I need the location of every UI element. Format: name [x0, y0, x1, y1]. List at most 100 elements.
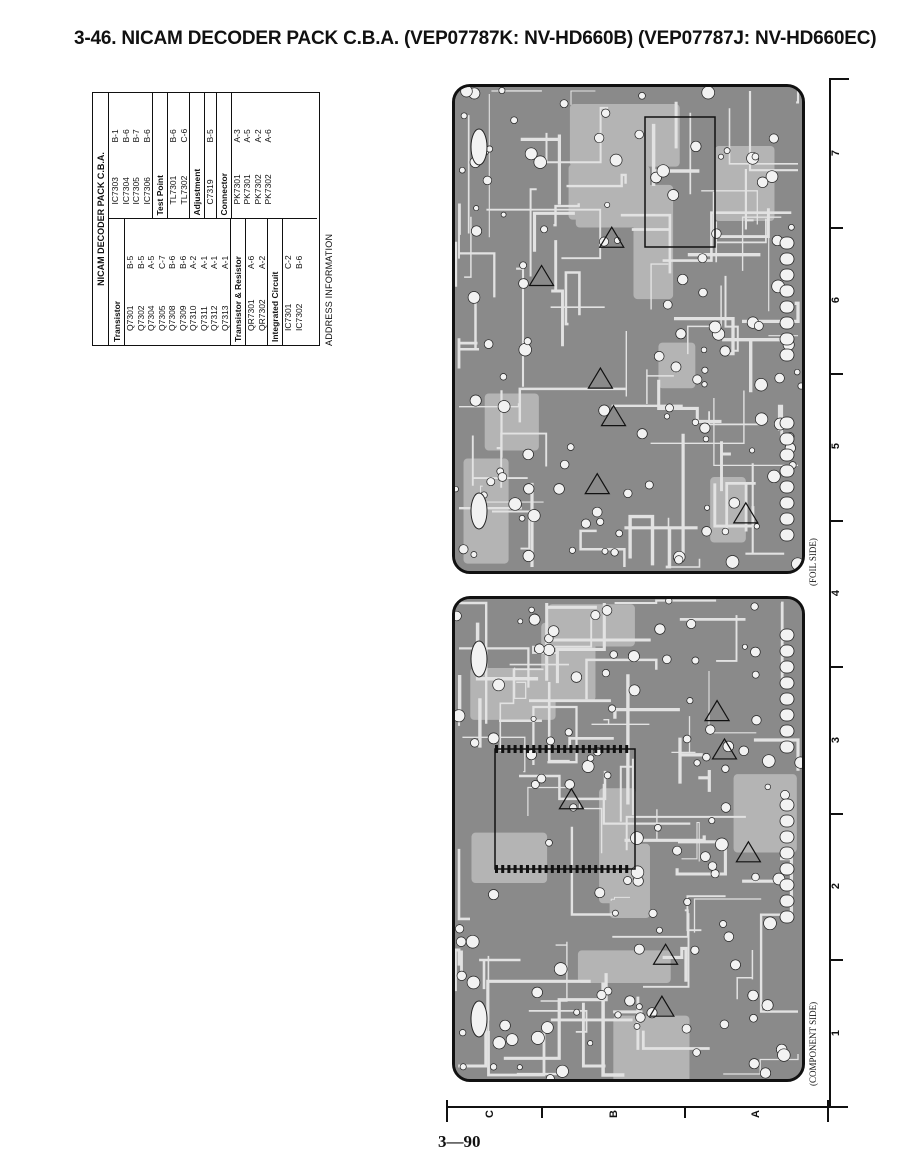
copper-pour	[577, 950, 671, 984]
ic-pin	[557, 745, 560, 753]
copper-pour	[569, 104, 680, 167]
solder-pad	[774, 372, 785, 384]
copper-trace	[675, 840, 727, 876]
solder-pad	[718, 153, 724, 160]
copper-trace	[753, 738, 800, 771]
solder-pad	[500, 211, 507, 218]
connector-pad	[779, 846, 795, 860]
grid-column-tick	[829, 959, 843, 961]
part-location: A-6	[263, 129, 273, 143]
transistor-symbol	[711, 737, 738, 760]
connector-pad	[779, 236, 795, 250]
ic-pin	[532, 865, 536, 873]
solder-pad	[455, 924, 465, 934]
part-reference: IC7304	[120, 177, 131, 205]
grid-row-label-a: A	[749, 1110, 762, 1118]
part-location: C-6	[178, 128, 189, 143]
solder-pad	[609, 650, 618, 659]
solder-pad	[505, 1033, 519, 1046]
solder-pad	[701, 366, 709, 374]
grid-column-label: 6	[830, 296, 843, 304]
foil-side-board	[452, 84, 805, 574]
solder-pad	[700, 346, 708, 354]
solder-pad	[753, 523, 760, 530]
solder-pad	[614, 1011, 622, 1019]
copper-trace	[650, 390, 745, 444]
solder-pad	[750, 646, 761, 658]
connector-pad	[779, 798, 795, 812]
solder-pad	[573, 1008, 581, 1016]
copper-trace	[744, 169, 754, 230]
ic-pin	[544, 745, 548, 753]
solder-pad	[522, 550, 535, 562]
solder-pad	[604, 201, 611, 208]
solder-pad	[797, 382, 802, 390]
copper-trace	[741, 216, 782, 271]
solder-pad	[581, 760, 595, 773]
solder-pad	[536, 773, 547, 784]
copper-trace	[657, 379, 722, 423]
grid-row-divider-ba	[684, 1106, 686, 1118]
ic-pin	[544, 865, 548, 873]
solder-pad	[630, 831, 644, 845]
copper-trace	[625, 815, 746, 851]
copper-trace	[570, 90, 596, 105]
copper-trace	[553, 203, 580, 227]
solder-pad	[623, 488, 633, 498]
grid-column-label: 4	[830, 589, 843, 597]
solder-pad	[492, 1036, 506, 1050]
copper-trace	[529, 188, 537, 277]
solder-pad	[460, 112, 468, 120]
solder-pad	[634, 129, 644, 140]
copper-trace	[570, 826, 616, 916]
mounting-hole	[470, 492, 488, 530]
copper-trace	[641, 1030, 710, 1050]
solder-pad	[691, 418, 699, 426]
connector-pad	[779, 512, 795, 526]
part-reference: IC7306	[141, 177, 152, 205]
solder-pad	[723, 931, 734, 942]
solder-pad	[498, 87, 506, 94]
solder-pad	[459, 1063, 467, 1071]
part-reference: IC7301	[283, 303, 293, 331]
grid-bottom-border	[446, 1106, 848, 1108]
part-location: B-1	[110, 129, 120, 143]
ic-pin	[594, 745, 598, 753]
ic-pin	[495, 745, 498, 753]
copper-trace	[693, 898, 762, 933]
copper-trace	[579, 802, 603, 854]
solder-pad	[791, 557, 802, 571]
copper-trace	[581, 1002, 606, 1068]
copper-trace	[736, 950, 754, 1000]
part-reference: Q7309	[177, 305, 188, 331]
copper-trace	[624, 835, 706, 842]
part-location: B-6	[120, 129, 131, 143]
grid-column-tick	[829, 520, 843, 522]
solder-pad	[794, 756, 802, 769]
part-location: B-6	[167, 255, 177, 269]
copper-trace	[777, 404, 784, 438]
solder-pad	[522, 448, 534, 461]
copper-trace	[678, 737, 703, 784]
solder-pad	[483, 339, 494, 349]
solder-pad	[594, 887, 606, 899]
solder-pad	[627, 650, 640, 663]
copper-trace	[591, 719, 650, 725]
solder-pad	[541, 1021, 554, 1034]
part-location: A-2	[252, 129, 263, 143]
part-reference: C7319	[205, 179, 215, 205]
solder-pad	[665, 403, 674, 413]
solder-pad	[601, 669, 610, 678]
solder-pad	[594, 132, 605, 144]
page-title: 3-46. NICAM DECODER PACK C.B.A. (VEP0778…	[74, 28, 877, 49]
solder-pad	[569, 803, 578, 812]
part-location: B-5	[135, 255, 146, 269]
solder-pad	[654, 623, 666, 635]
address-row: IC7304 B-6	[121, 93, 132, 219]
